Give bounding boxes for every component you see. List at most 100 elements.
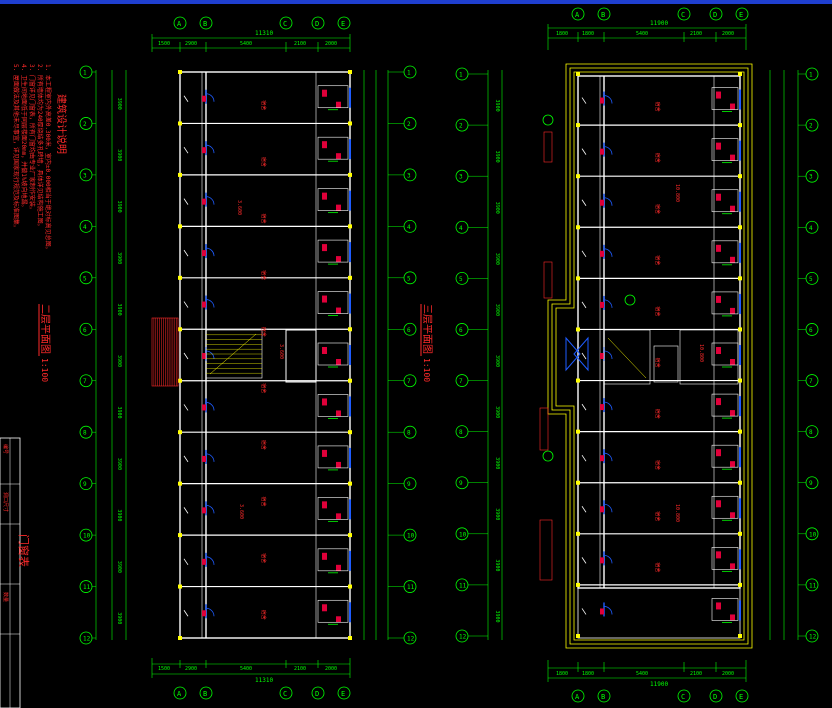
room-label: 宿舍	[654, 460, 661, 470]
column	[178, 481, 182, 486]
total-dim: 11900	[650, 20, 668, 27]
dim-text: 2900	[185, 41, 197, 47]
column	[576, 480, 580, 485]
axis-label: 2	[407, 121, 411, 128]
column	[576, 225, 580, 230]
room-label: 宿舍	[260, 440, 267, 450]
axis-label: 11	[407, 584, 415, 591]
dim-text: 1500	[158, 41, 170, 47]
plan-title: 二层平面图	[39, 304, 51, 354]
fixture	[322, 604, 327, 612]
dim-text: 5400	[636, 671, 648, 677]
dim-text: 3900	[494, 304, 500, 316]
notes-title: 建筑设计说明	[55, 94, 68, 154]
section-mark	[581, 97, 587, 104]
door-swing	[205, 607, 215, 617]
column	[348, 224, 352, 229]
column	[348, 70, 352, 74]
cad-drawing-canvas[interactable]: 建筑设计说明 1. 本工程室内外高差0.300米，室内±0.000相当于绝对标高…	[0, 4, 832, 708]
section-mark	[581, 199, 587, 206]
axis-label: 3	[459, 174, 463, 181]
fixture	[202, 250, 206, 257]
fixture	[600, 250, 604, 257]
fixture	[600, 404, 604, 411]
door-swing	[603, 197, 613, 206]
column	[738, 634, 742, 638]
axis-label: 4	[459, 225, 463, 232]
fixture	[322, 347, 327, 354]
section-mark	[581, 352, 587, 360]
axis-label: D	[713, 11, 717, 19]
axis-label: 8	[809, 429, 813, 436]
fixture	[730, 359, 735, 365]
axis-label: 12	[459, 634, 467, 641]
bathroom	[317, 85, 349, 109]
column	[178, 533, 182, 538]
fixture	[202, 455, 206, 462]
plan-scale: 1:100	[422, 358, 431, 382]
fixture	[600, 608, 604, 615]
axis-label: A	[177, 690, 182, 698]
axis-label: B	[203, 690, 207, 698]
column	[178, 327, 182, 332]
fixture	[716, 602, 721, 610]
section-mark	[581, 506, 587, 513]
top-axis-bubbles	[173, 16, 351, 30]
second-floor-plan[interactable]: 11310 1500 2900 5400 2100 2000 A B C D E…	[38, 16, 417, 700]
fixture	[336, 256, 341, 263]
axis-label: 4	[809, 225, 813, 232]
door-swing	[205, 556, 215, 565]
dim-text: 3900	[116, 304, 122, 316]
door-table-header: 洞口尺寸	[2, 492, 9, 512]
room-label: 宿舍	[654, 409, 661, 419]
callout	[539, 114, 636, 581]
axis-label: 12	[83, 636, 91, 643]
axis-label: 7	[407, 378, 411, 385]
column	[348, 584, 352, 589]
column	[348, 121, 352, 126]
axis-label: C	[681, 693, 685, 701]
axis-label: A	[177, 20, 182, 28]
dim-text: 3900	[494, 406, 500, 418]
fixture	[730, 461, 735, 468]
column	[738, 480, 742, 485]
fixture	[322, 89, 327, 97]
axis-label: E	[341, 20, 345, 28]
fixture	[730, 205, 735, 212]
door-swing	[603, 401, 613, 411]
axis-label: B	[601, 693, 605, 701]
axis-label: C	[283, 20, 287, 28]
door-swing	[603, 95, 613, 104]
dim-text: 2000	[722, 31, 734, 37]
fixture	[600, 455, 604, 462]
plan-title: 三层平面图	[421, 304, 433, 354]
fixture	[202, 404, 206, 411]
axis-label: 2	[83, 121, 87, 128]
axis-label: D	[713, 693, 717, 701]
column	[178, 275, 182, 280]
column	[576, 429, 580, 434]
dim-text: 3900	[494, 202, 500, 214]
total-dim: 11900	[650, 681, 668, 688]
axis-label: A	[575, 693, 580, 701]
room-label: 宿舍	[260, 553, 267, 563]
fixture	[730, 154, 735, 161]
axis-label: E	[739, 693, 743, 701]
column	[178, 172, 182, 177]
fixture	[730, 512, 735, 519]
third-floor-plan[interactable]: 11900 1800 1800 5400 2100 2000 A B C D E…	[420, 7, 819, 703]
axis-label: B	[601, 11, 605, 19]
column	[738, 429, 742, 434]
section-mark	[183, 146, 189, 154]
fixture	[600, 506, 604, 513]
axis-label: 11	[809, 582, 817, 589]
dim-text: 3900	[116, 561, 122, 573]
left-dimension-chain	[487, 70, 503, 640]
axis-label: 10	[459, 531, 467, 538]
dim-text: 3900	[494, 457, 500, 469]
room-label: 宿舍	[654, 306, 661, 316]
fixture	[716, 244, 721, 252]
section-mark	[183, 455, 189, 463]
fixture	[322, 501, 327, 509]
dim-text: 3900	[494, 151, 500, 163]
